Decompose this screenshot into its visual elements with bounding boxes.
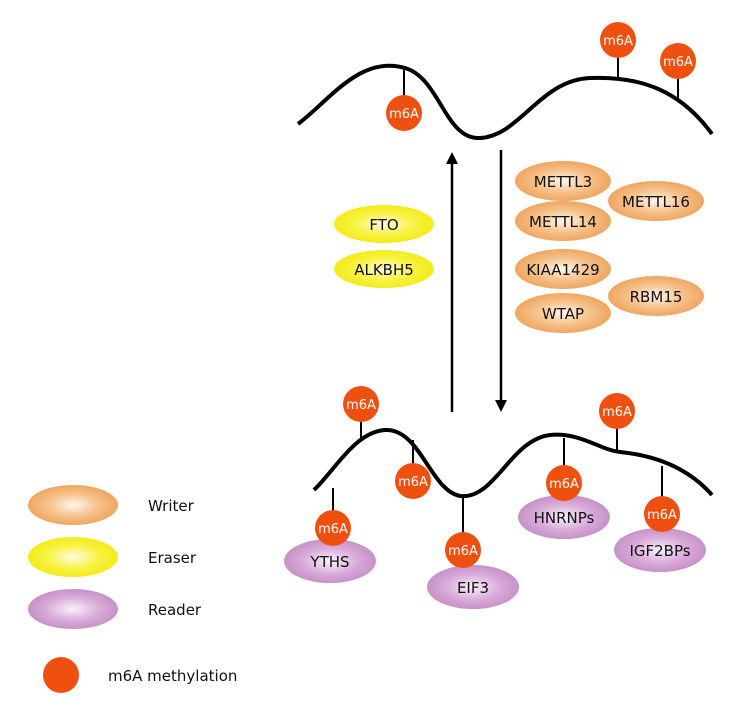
svg-text:RBM15: RBM15: [630, 288, 683, 306]
top-rna-strand: [296, 63, 714, 141]
svg-text:FTO: FTO: [369, 216, 398, 234]
eraser-fto: FTO: [334, 205, 434, 243]
reader-eif3: m6A EIF3: [427, 498, 519, 609]
m6a-label: m6A: [663, 55, 693, 70]
legend-eraser: Eraser: [28, 537, 197, 577]
svg-text:METTL3: METTL3: [534, 173, 592, 191]
svg-text:HNRNPs: HNRNPs: [534, 509, 595, 527]
writer-kiaa1429: KIAA1429: [515, 249, 611, 289]
top-m6a-mark-2: m6A: [600, 22, 636, 79]
bottom-rna-strand: [312, 427, 714, 499]
bottom-m6a-mark-3: m6A: [395, 440, 431, 499]
svg-text:IGF2BPs: IGF2BPs: [629, 542, 690, 560]
svg-text:Reader: Reader: [148, 601, 202, 619]
m6a-label: m6A: [448, 544, 478, 559]
writer-mettl3: METTL3: [515, 161, 611, 201]
bottom-m6a-mark-2: m6A: [599, 393, 635, 452]
legend-reader: Reader: [28, 589, 202, 629]
legend: Writer Eraser Reader m6A methylation: [28, 485, 237, 693]
writer-mettl14: METTL14: [515, 201, 611, 241]
svg-text:YTHS: YTHS: [309, 553, 349, 571]
reader-hnrnps: m6A HNRNPs: [518, 438, 610, 539]
reader-yths: m6A YTHS: [284, 488, 376, 583]
svg-text:KIAA1429: KIAA1429: [526, 261, 599, 279]
svg-text:Eraser: Eraser: [148, 549, 197, 567]
writer-wtap: WTAP: [515, 293, 611, 333]
top-m6a-mark-1: m6A: [386, 66, 422, 131]
writer-mettl16: METTL16: [608, 181, 704, 221]
svg-text:Writer: Writer: [148, 497, 195, 515]
m6a-label: m6A: [389, 107, 419, 122]
svg-text:METTL14: METTL14: [529, 213, 597, 231]
m6a-label: m6A: [398, 475, 428, 490]
svg-text:METTL16: METTL16: [622, 193, 690, 211]
m6a-label: m6A: [318, 522, 348, 537]
m6a-label: m6A: [346, 398, 376, 413]
legend-writer: Writer: [28, 485, 195, 525]
legend-m6a: m6A methylation: [43, 657, 237, 693]
eraser-alkbh5: ALKBH5: [334, 250, 434, 288]
m6a-label: m6A: [603, 34, 633, 49]
svg-text:m6A methylation: m6A methylation: [108, 667, 237, 685]
m6a-label: m6A: [647, 508, 677, 523]
svg-text:WTAP: WTAP: [542, 305, 584, 323]
reader-igf2bps: m6A IGF2BPs: [614, 466, 706, 572]
top-m6a-mark-3: m6A: [660, 43, 696, 99]
svg-text:EIF3: EIF3: [457, 579, 489, 597]
m6a-label: m6A: [549, 477, 579, 492]
bottom-m6a-mark-1: m6A: [343, 386, 379, 440]
writer-rbm15: RBM15: [608, 276, 704, 316]
svg-text:ALKBH5: ALKBH5: [354, 261, 414, 279]
m6a-label: m6A: [602, 405, 632, 420]
